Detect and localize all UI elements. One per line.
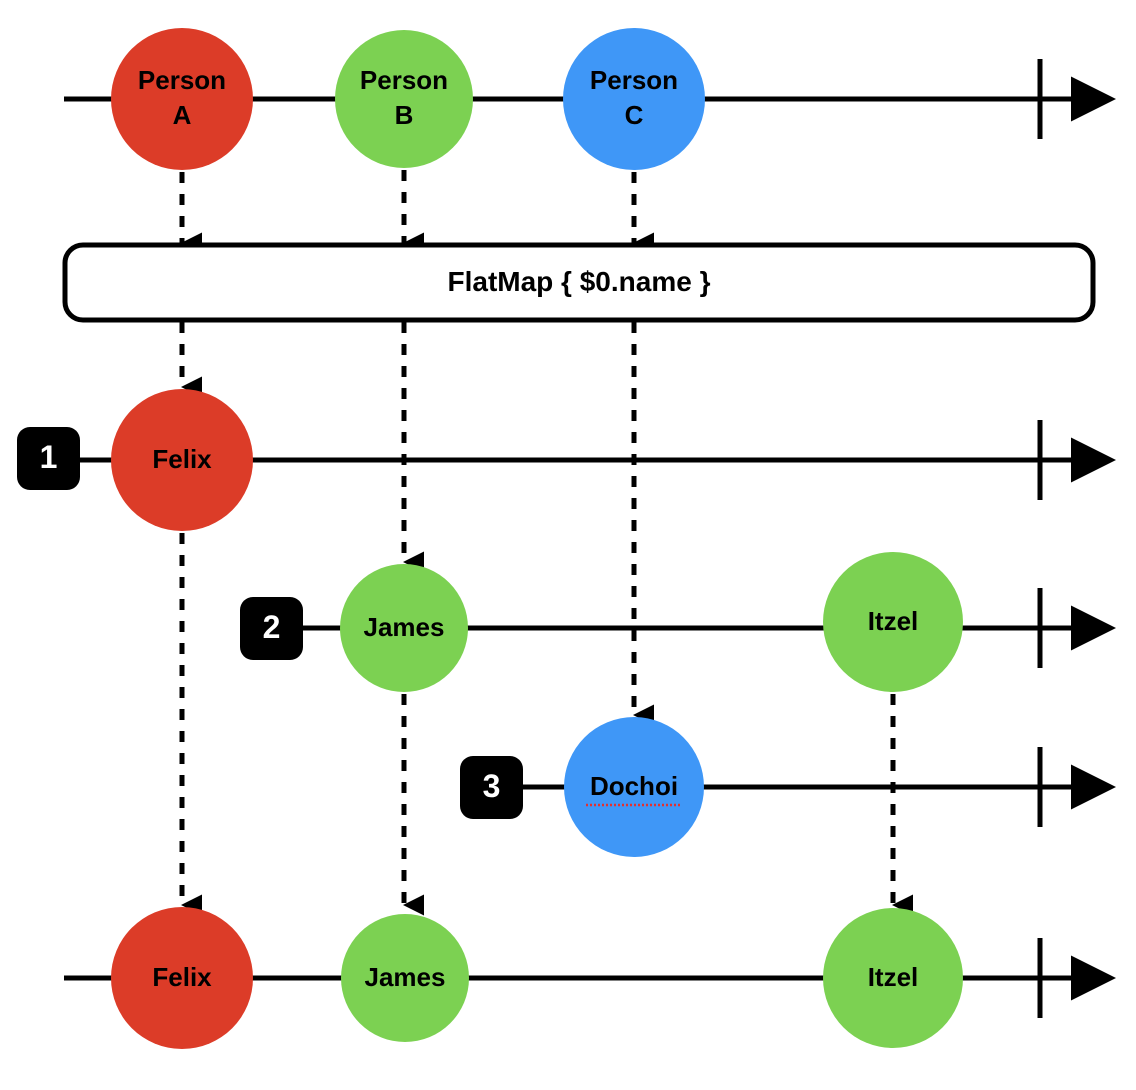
marble-itzel-2[interactable]: Itzel xyxy=(823,908,963,1048)
marble-circle xyxy=(564,717,704,857)
marble-circle xyxy=(823,552,963,692)
flows-layer xyxy=(179,170,913,916)
operator-node[interactable]: FlatMap { $0.name } xyxy=(62,242,1096,323)
timelines-layer xyxy=(64,59,1116,1018)
badge-background xyxy=(17,427,80,490)
marble-james-1[interactable]: James xyxy=(340,564,468,692)
marble-circle xyxy=(335,30,473,168)
badge-background xyxy=(240,597,303,660)
operator-label: FlatMap { $0.name } xyxy=(448,266,711,297)
marble-label: James xyxy=(364,612,445,642)
timeline-index-badge[interactable]: 3 xyxy=(460,756,523,819)
timeline-index-badge[interactable]: 1 xyxy=(17,427,80,490)
marble-dochoi-1[interactable]: Dochoi xyxy=(564,717,704,857)
marble-label-line2: B xyxy=(395,100,414,130)
marble-label-line1: Person xyxy=(360,65,448,95)
marble-felix-2[interactable]: Felix xyxy=(111,907,253,1049)
badge-label: 2 xyxy=(263,609,281,645)
marble-label: James xyxy=(365,962,446,992)
marble-circle xyxy=(111,28,253,170)
marble-circle xyxy=(111,907,253,1049)
marble-label-line2: C xyxy=(625,100,644,130)
badge-label: 1 xyxy=(40,439,58,475)
badges-layer: 1 2 3 xyxy=(17,427,523,819)
marble-label-line1: Person xyxy=(590,65,678,95)
marble-circle xyxy=(111,389,253,531)
marble-circle xyxy=(823,908,963,1048)
marble-label: Felix xyxy=(152,962,212,992)
timeline-index-badge[interactable]: 2 xyxy=(240,597,303,660)
marble-label: Itzel xyxy=(868,606,919,636)
marble-label: Dochoi xyxy=(590,771,678,801)
marble-circle xyxy=(563,28,705,170)
marble-label: Itzel xyxy=(868,962,919,992)
marble-itzel-1[interactable]: Itzel xyxy=(823,552,963,692)
badge-label: 3 xyxy=(483,768,501,804)
marble-label-line1: Person xyxy=(138,65,226,95)
marble-label-line2: A xyxy=(173,100,192,130)
marble-circle xyxy=(341,914,469,1042)
marble-label: Felix xyxy=(152,444,212,474)
badge-background xyxy=(460,756,523,819)
marble-felix-1[interactable]: Felix xyxy=(111,389,253,531)
marble-james-2[interactable]: James xyxy=(341,914,469,1042)
marble-circle xyxy=(340,564,468,692)
operator-box[interactable] xyxy=(62,242,1096,323)
